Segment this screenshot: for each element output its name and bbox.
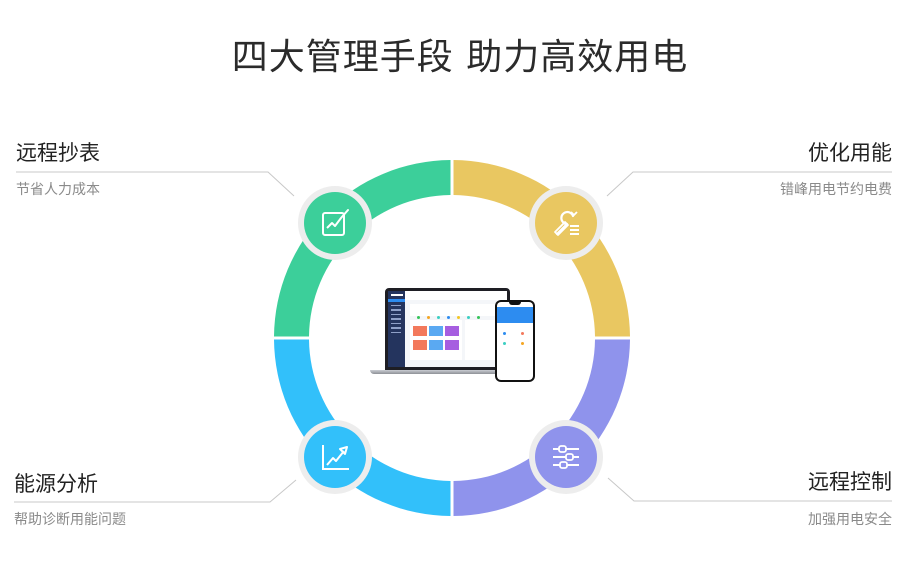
badge-remote-control — [529, 420, 603, 494]
feature-title: 优化用能 — [808, 141, 892, 165]
feature-title: 远程控制 — [808, 470, 892, 494]
sliders-control-icon — [553, 445, 579, 469]
phone-mockup — [495, 300, 535, 382]
feature-description: 加强用电安全 — [808, 512, 892, 528]
dashboard-sidebar — [388, 291, 405, 367]
feature-title: 远程抄表 — [16, 141, 100, 165]
feature-optimize-energy: 优化用能 错峰用电节约电费 — [592, 139, 892, 200]
badge-optimize-energy — [529, 186, 603, 260]
laptop-mockup — [385, 288, 510, 370]
feature-description: 错峰用电节约电费 — [780, 182, 892, 198]
phone-screen — [497, 302, 533, 380]
feature-description: 节省人力成本 — [16, 182, 100, 198]
trend-up-chart-icon — [322, 445, 349, 470]
feature-remote-control: 远程控制 加强用电安全 — [592, 468, 892, 530]
dashboard-screen — [388, 291, 507, 367]
badge-energy-analysis — [298, 420, 372, 494]
phone-header — [497, 307, 533, 323]
dashboard-cards — [410, 320, 462, 360]
feature-description: 帮助诊断用能问题 — [14, 512, 126, 528]
feature-title: 能源分析 — [14, 472, 98, 496]
dashboard-status-dots — [410, 304, 504, 319]
page-title: 四大管理手段 助力高效用电 — [231, 37, 689, 78]
feature-energy-analysis: 能源分析 帮助诊断用能问题 — [14, 470, 314, 530]
report-chart-pen-icon — [322, 209, 349, 236]
badge-remote-meter-reading — [298, 186, 372, 260]
laptop-base — [370, 370, 520, 374]
feature-remote-meter-reading: 远程抄表 节省人力成本 — [16, 139, 316, 200]
wrench-optimize-icon — [554, 210, 579, 236]
dashboard-topbar — [405, 291, 507, 300]
